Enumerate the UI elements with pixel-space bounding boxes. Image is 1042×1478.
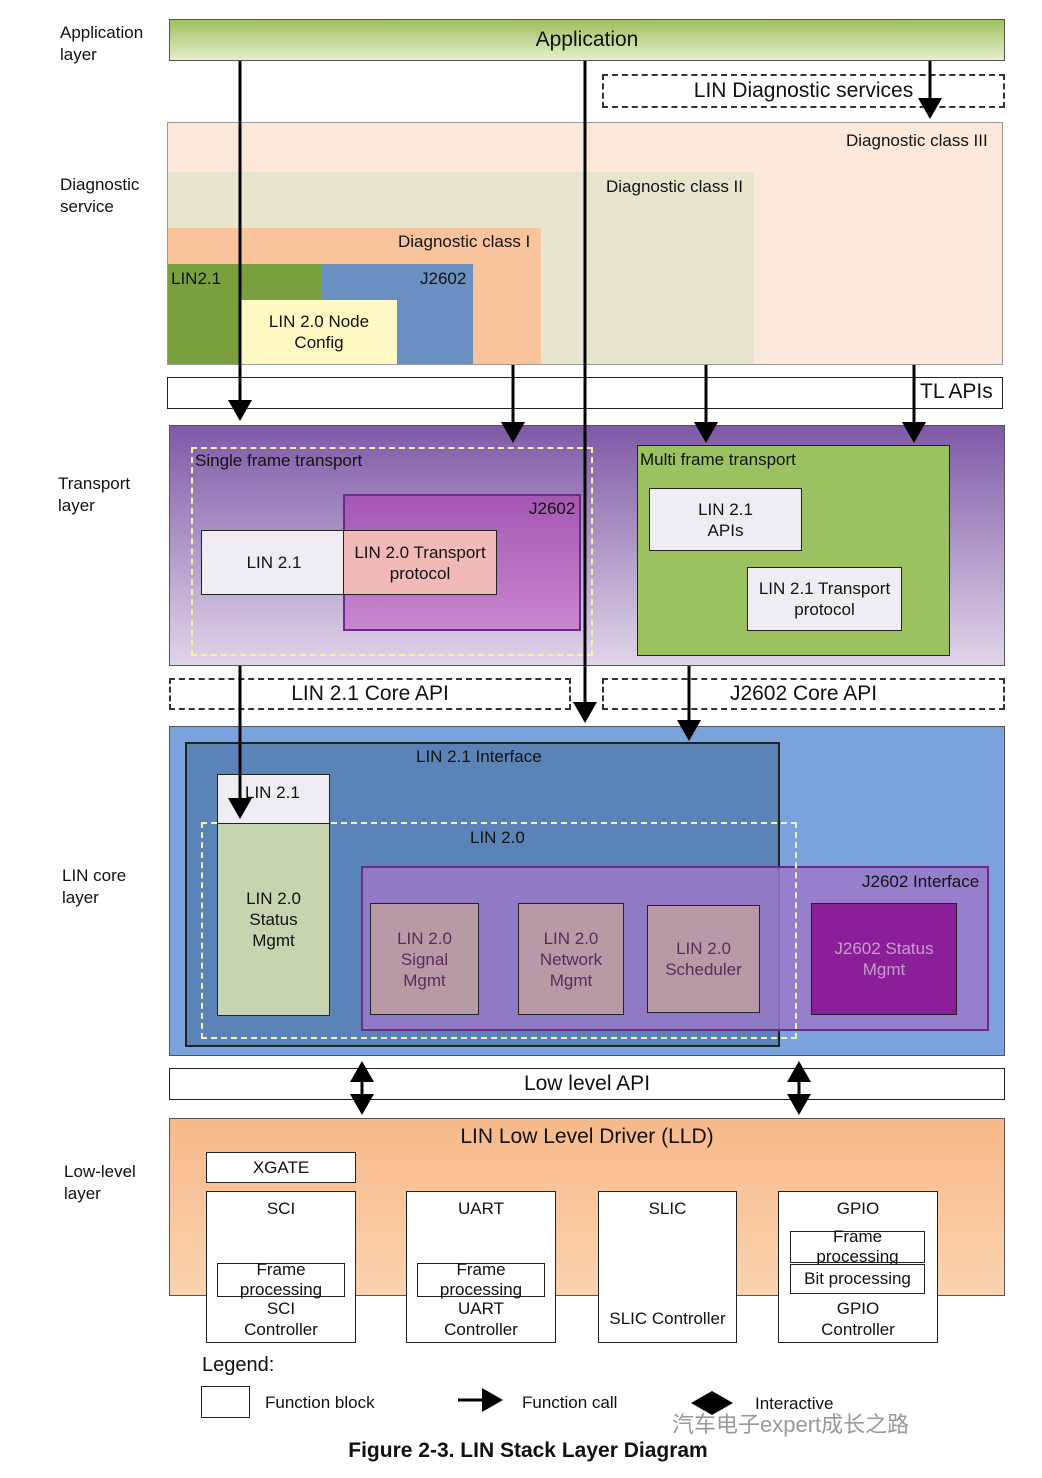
j2602-interface-label: J2602 Interface [862,872,980,891]
transport-layer-label: Transport layer [58,474,131,515]
gpio-frame-processing: Frame processing [790,1227,925,1266]
tl-apis-bar [167,377,1003,409]
slic-block [598,1191,737,1343]
lin-core-layer-label: LIN core layer [62,866,127,907]
slic-label: SLIC [648,1199,687,1218]
lin20-status-mgmt: LIN 2.0 Status Mgmt [217,823,330,1016]
xgate-block: XGATE [206,1152,356,1183]
lin21-apis-block: LIN 2.1 APIs [649,488,802,551]
lin20-transport-protocol: LIN 2.0 Transport protocol [343,530,497,595]
lin-diagnostic-services: LIN Diagnostic services [602,74,1005,108]
j2602-transport-label: J2602 [529,499,576,518]
gpio-bit-processing: Bit processing [790,1264,925,1294]
lin21-diag-label: LIN2.1 [171,269,222,288]
gpio-controller: GPIO Controller [821,1299,895,1339]
gpio-label: GPIO [836,1199,880,1218]
lin21-core-api: LIN 2.1 Core API [169,678,571,710]
lin21-transport-block: LIN 2.1 [201,530,347,595]
uart-frame-processing: Frame processing [417,1260,545,1299]
lin20-core-label: LIN 2.0 [470,828,525,847]
lin21-interface-label: LIN 2.1 Interface [416,747,542,766]
j2602-diag-label: J2602 [420,269,467,288]
lin20-network-mgmt: LIN 2.0 Network Mgmt [518,903,624,1015]
uart-controller: UART Controller [444,1299,518,1339]
figure-caption: Figure 2-3. LIN Stack Layer Diagram [348,1439,708,1462]
sci-label: SCI [266,1199,296,1218]
diagnostic-class-3-label: Diagnostic class III [846,131,988,150]
sci-controller: SCI Controller [244,1299,318,1339]
legend-title: Legend: [202,1354,275,1376]
single-frame-transport-label: Single frame transport [195,451,363,470]
lin20-core-area [201,822,797,1039]
diagnostic-class-2-label: Diagnostic class II [606,177,743,196]
lin20-scheduler: LIN 2.0 Scheduler [647,905,760,1013]
lin21-transport-protocol: LIN 2.1 Transport protocol [747,567,902,631]
tl-apis-label: TL APIs [920,380,993,403]
application-bar: Application [169,19,1005,61]
diagnostic-service-label: Diagnostic service [60,175,140,216]
sci-frame-processing: Frame processing [217,1260,345,1299]
legend-function-block-label: Function block [265,1393,375,1412]
lin20-signal-mgmt: LIN 2.0 Signal Mgmt [370,903,479,1015]
single-frame-transport-area [191,447,593,656]
j2602-status-mgmt: J2602 Status Mgmt [811,903,957,1015]
lld-title: LIN Low Level Driver (LLD) [460,1125,714,1148]
legend-interactive-label: Interactive [755,1394,834,1413]
lin20-node-config: LIN 2.0 Node Config [241,300,397,364]
lin21-core-label: LIN 2.1 [245,783,300,802]
slic-controller: SLIC Controller [609,1309,726,1328]
legend-function-block-swatch [201,1386,250,1418]
j2602-core-api: J2602 Core API [602,678,1005,710]
legend-function-call-label: Function call [522,1393,618,1412]
low-level-layer-label: Low-level layer [64,1162,136,1203]
low-level-api-bar: Low level API [169,1068,1005,1100]
diagnostic-class-1-label: Diagnostic class I [398,232,531,251]
application-layer-label: Application layer [60,23,144,64]
multi-frame-transport-label: Multi frame transport [640,450,796,469]
uart-label: UART [458,1199,504,1218]
watermark-text: 汽车电子expert成长之路 [672,1412,910,1437]
